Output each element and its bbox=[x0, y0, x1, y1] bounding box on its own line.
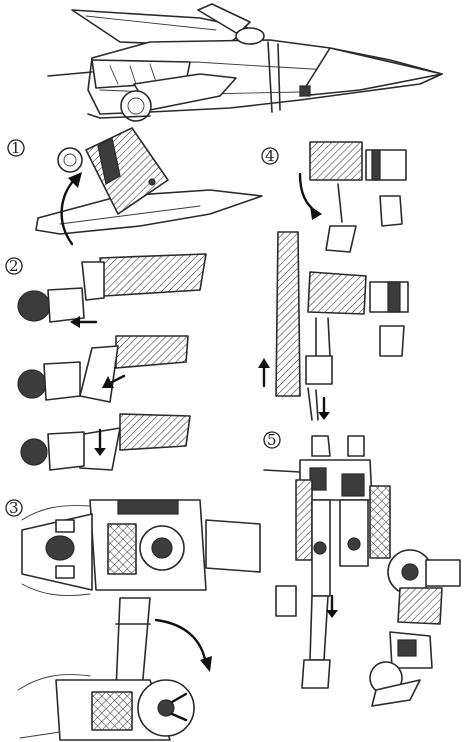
step-label-5: 5 bbox=[267, 431, 277, 449]
step-4-drawing: 4 bbox=[258, 141, 409, 421]
step-label-3: 3 bbox=[9, 499, 19, 517]
step-label-2: 2 bbox=[9, 257, 19, 275]
step-2-drawing: 2 bbox=[5, 253, 207, 471]
jet-mode-drawing bbox=[47, 3, 443, 122]
step-label-4: 4 bbox=[265, 147, 275, 165]
step-5-drawing: 5 bbox=[263, 431, 461, 707]
step-3-drawing: 3 bbox=[5, 499, 261, 741]
step-1-drawing: 1 bbox=[7, 127, 263, 246]
step-label-1: 1 bbox=[11, 139, 21, 157]
